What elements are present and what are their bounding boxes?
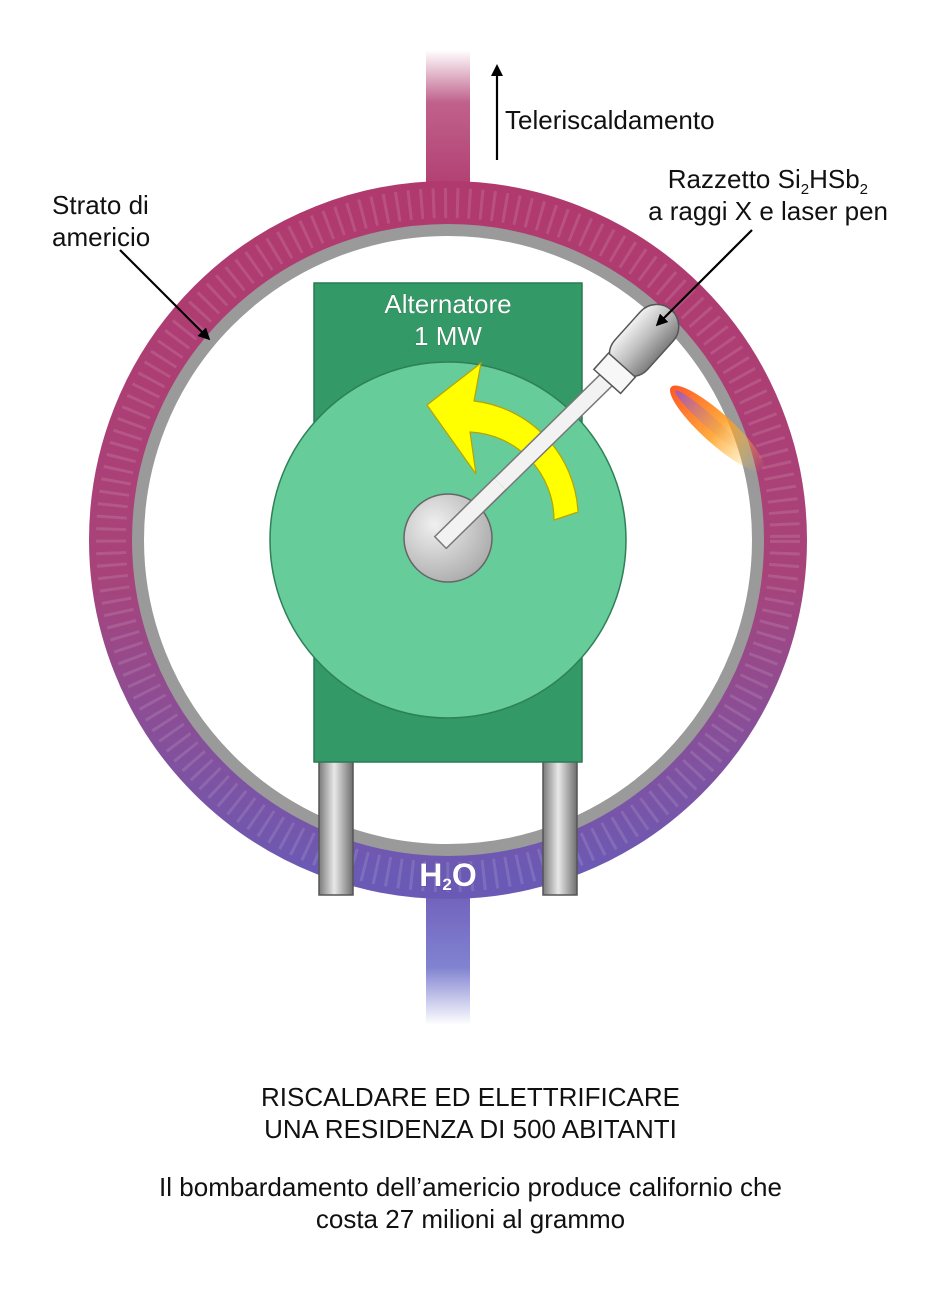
- cold-water-pipe-in: [426, 880, 470, 1025]
- water-ring: [89, 181, 807, 899]
- support-leg-left: [318, 759, 354, 896]
- americium-layer-label-line1: Strato di: [52, 190, 149, 220]
- caption-title-line2: UNA RESIDENZA DI 500 ABITANTI: [264, 1114, 677, 1144]
- rocket-label-line2: a raggi X e laser pen: [648, 196, 888, 226]
- alternator-label-line2: 1 MW: [414, 321, 482, 351]
- rocket-arm-front: [435, 478, 506, 548]
- hot-water-pipe-out: [426, 50, 470, 200]
- caption-title-line1: RISCALDARE ED ELETTRIFICARE: [261, 1082, 680, 1112]
- caption-note-line1: Il bombardamento dell’americio produce c…: [159, 1172, 782, 1202]
- water-ring-texture: [96, 188, 800, 892]
- caption-note-line2: costa 27 milioni al grammo: [315, 1204, 626, 1234]
- rocket-pointer-arrow: [655, 229, 753, 327]
- rocket-exhaust-flame: [670, 385, 765, 472]
- rocket-label-line1: Razzetto Si2HSb2: [668, 164, 868, 198]
- district-heating-label: Teleriscaldamento: [505, 105, 715, 135]
- americium-layer-label-line2: americio: [52, 222, 150, 252]
- alternator-label-line1: Alternatore: [384, 289, 511, 319]
- support-leg-right: [542, 759, 578, 896]
- americium-pointer-arrow: [119, 249, 211, 341]
- water-label: H2O: [419, 857, 476, 894]
- caption-note: Il bombardamento dell’americio produce c…: [0, 1171, 941, 1235]
- caption-title: RISCALDARE ED ELETTRIFICARE UNA RESIDENZ…: [0, 1081, 941, 1145]
- rotation-arrow-icon: [426, 361, 579, 521]
